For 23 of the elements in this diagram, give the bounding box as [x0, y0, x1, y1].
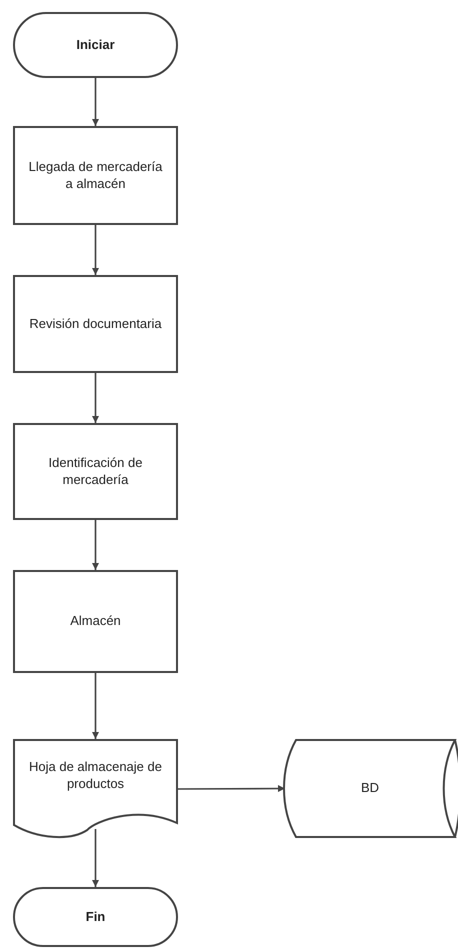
terminal-shape [13, 12, 178, 78]
node-label: Revisión documentaria [29, 316, 162, 332]
arrow [178, 785, 285, 792]
process-box [13, 423, 178, 520]
node-label: Llegada de mercadería a almacén [28, 158, 164, 192]
node-label: Hoja de almacenaje de productos [28, 759, 163, 793]
node-label: BD [360, 780, 380, 797]
terminal-label: Iniciar [76, 36, 115, 54]
process-box [13, 570, 178, 673]
terminal-label: Fin [86, 908, 106, 926]
process-box [13, 275, 178, 373]
terminal-shape [13, 887, 178, 947]
arrow [92, 520, 99, 570]
document-shape [13, 739, 178, 839]
process-box [13, 126, 178, 225]
arrow [92, 673, 99, 739]
database-shape [284, 739, 456, 838]
arrow [92, 225, 99, 275]
node-label: Almacén [70, 613, 121, 630]
arrow [92, 373, 99, 423]
arrow [92, 829, 99, 887]
node-label: Identificación de mercadería [48, 454, 144, 488]
arrow [92, 78, 99, 126]
